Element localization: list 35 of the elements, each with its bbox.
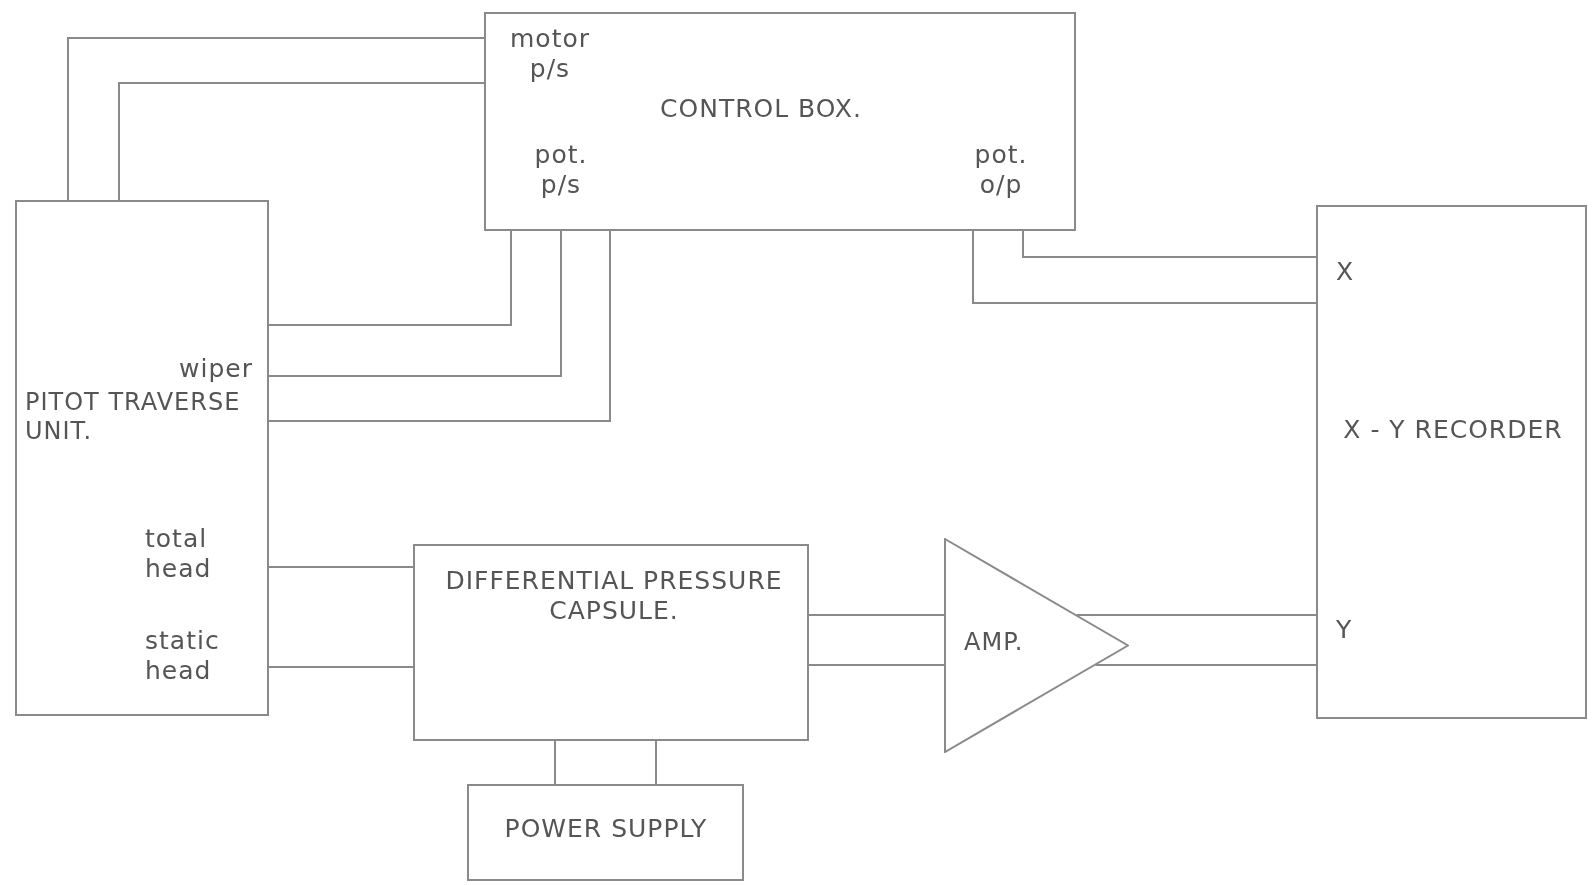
block-box [413, 544, 809, 741]
port-label: total head [145, 524, 213, 584]
block-label: POWER SUPPLY [503, 814, 709, 844]
wire [808, 664, 945, 666]
wire [554, 740, 556, 785]
block-label: X - Y RECORDER [1342, 415, 1564, 445]
wire [268, 566, 414, 568]
port-label: Y [1336, 615, 1354, 645]
wire [268, 666, 414, 668]
port-label: pot. o/p [973, 140, 1029, 200]
wire [268, 230, 611, 422]
port-label: pot. p/s [533, 140, 589, 200]
wire [268, 230, 512, 326]
wire [268, 230, 562, 377]
wire [1075, 614, 1317, 616]
wire [67, 37, 485, 201]
block-box [1316, 205, 1587, 719]
wire [118, 82, 485, 201]
block-label: DIFFERENTIAL PRESSURE CAPSULE. [444, 566, 784, 626]
port-label: wiper [178, 354, 253, 384]
port-label: motor p/s [509, 24, 591, 84]
wire [808, 614, 945, 616]
wire [655, 740, 657, 785]
block-label: PITOT TRAVERSE UNIT. [25, 388, 242, 446]
port-label: X [1336, 257, 1356, 287]
block-box [467, 784, 744, 881]
amplifier-triangle [944, 538, 1129, 753]
wire [1022, 230, 1317, 258]
block-box [15, 200, 269, 716]
wire [972, 230, 1317, 304]
port-label: static head [145, 626, 221, 686]
block-label: CONTROL BOX. [659, 94, 863, 124]
block-label: AMP. [964, 628, 1025, 657]
block-box [484, 12, 1076, 231]
wire [1094, 664, 1317, 666]
